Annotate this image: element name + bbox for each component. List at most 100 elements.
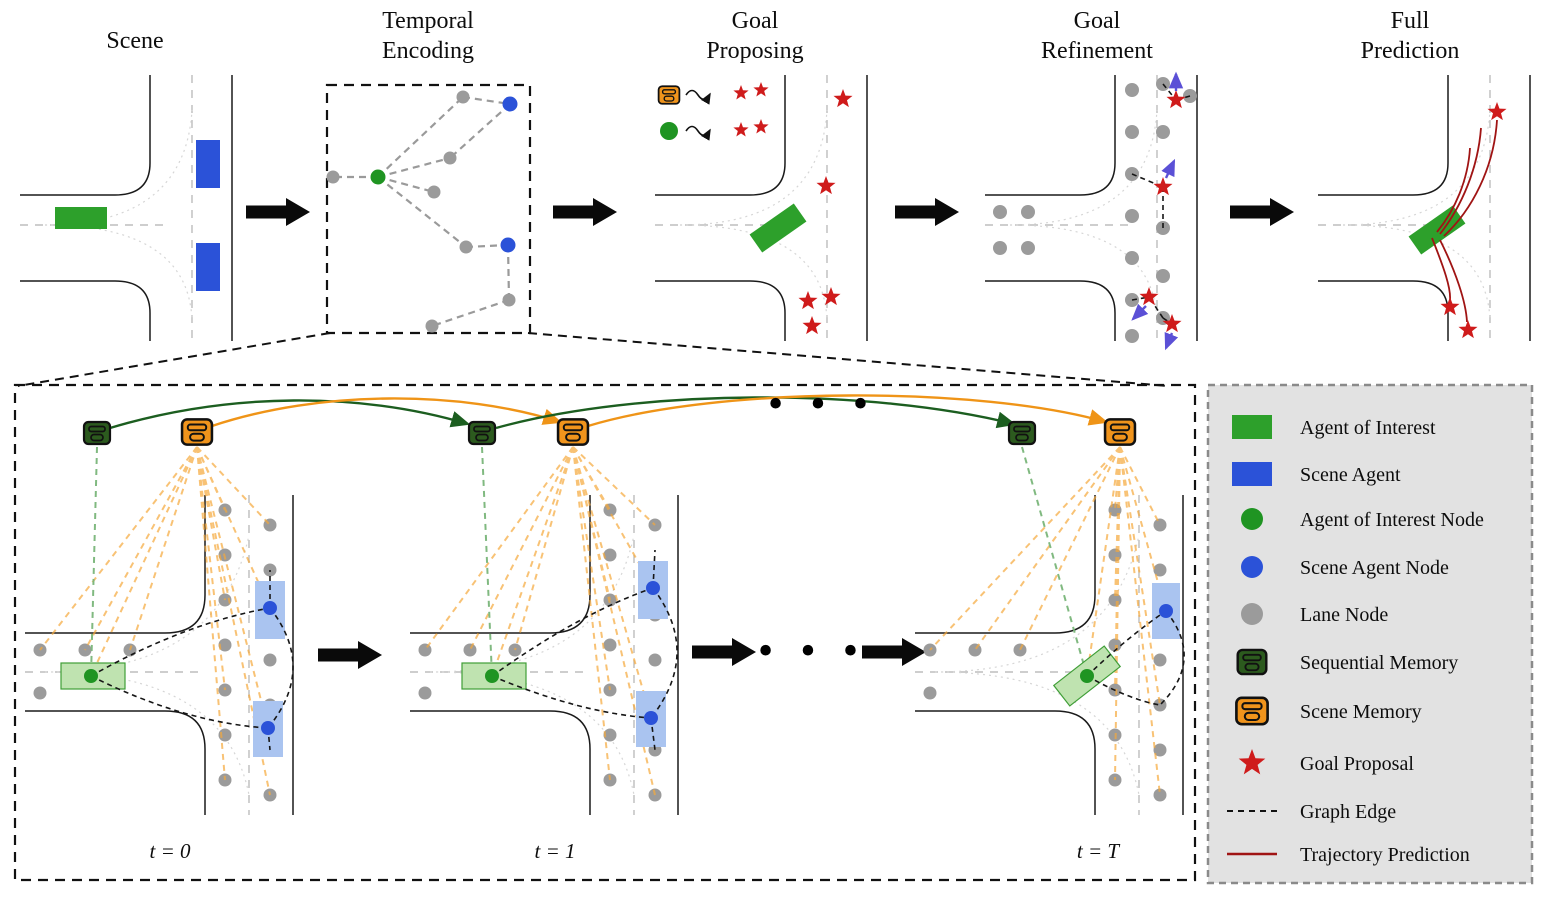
scene-agent-vehicle xyxy=(196,243,220,291)
scene-memory-icon xyxy=(1103,418,1137,446)
scene-memory-icon xyxy=(556,418,590,446)
connector-line-right xyxy=(527,332,1169,387)
legend-item-agent-of-interest-node: Agent of Interest Node xyxy=(1241,508,1484,531)
scene-agent-node xyxy=(646,581,660,595)
squiggle-arrow-icon xyxy=(685,125,711,141)
junction-road xyxy=(24,494,294,816)
legend-item-graph-edge: Graph Edge xyxy=(1227,801,1396,823)
scene-agent-swatch xyxy=(1232,462,1272,486)
svg-text:Trajectory Prediction: Trajectory Prediction xyxy=(1300,844,1470,866)
scene-memory-icon xyxy=(180,418,214,446)
stage-title-full-prediction-1: Full xyxy=(1391,8,1430,34)
sequential-memory-icon xyxy=(1007,420,1037,446)
svg-text:Goal Proposal: Goal Proposal xyxy=(1300,753,1414,775)
flow-arrow xyxy=(1230,198,1294,226)
timestep-label-t1: t = 1 xyxy=(534,839,575,863)
junction-road xyxy=(19,74,233,342)
scene-agent-node-icon xyxy=(1241,556,1263,578)
flow-arrow xyxy=(246,198,310,226)
lane-node-icon xyxy=(1241,603,1263,625)
goal-proposal-star xyxy=(753,82,769,97)
stage-title-goal-proposing-2: Proposing xyxy=(706,38,803,64)
agent-of-interest-node xyxy=(660,122,678,140)
scene-agent-node xyxy=(502,96,518,112)
temporal-detail-box xyxy=(13,383,1197,882)
agent-of-interest-vehicle xyxy=(749,203,807,253)
svg-text:Sequential Memory: Sequential Memory xyxy=(1300,652,1458,674)
legend-item-scene-memory: Scene Memory xyxy=(1235,696,1422,726)
scene-memory-icon xyxy=(657,85,681,105)
squiggle-arrow-icon xyxy=(685,89,711,105)
ellipsis-dots-middle: • • • xyxy=(758,626,866,675)
graph-edges xyxy=(333,95,511,328)
sequential-memory-icon xyxy=(467,420,497,446)
scene-memory-attention-edges xyxy=(929,446,1167,796)
legend-panel: Agent of Interest Scene Agent Agent of I… xyxy=(1206,383,1534,885)
stage-title-full-prediction-2: Prediction xyxy=(1361,38,1460,64)
stage-title-goal-refinement-1: Goal xyxy=(1074,8,1121,34)
scene-memory-icon xyxy=(1235,696,1269,726)
scene-memory-attention-edges xyxy=(39,446,271,796)
flow-arrow xyxy=(862,638,926,666)
agent-of-interest-vehicle xyxy=(1408,205,1466,255)
panel-goal-proposing xyxy=(654,74,868,342)
junction-road xyxy=(984,74,1198,342)
goal-proposal-stars xyxy=(798,89,853,335)
goal-proposal-star xyxy=(753,119,769,134)
svg-text:Graph Edge: Graph Edge xyxy=(1300,801,1396,823)
panel-full-prediction xyxy=(1317,74,1531,342)
scene-agent-vehicle xyxy=(196,140,220,188)
flow-arrow xyxy=(318,641,382,669)
stage-title-temporal-2: Encoding xyxy=(382,38,474,64)
agent-of-interest-node xyxy=(370,169,386,185)
scene-agent-node xyxy=(500,237,516,253)
goal-proposal-star xyxy=(733,122,749,137)
agent-of-interest-node xyxy=(84,669,98,683)
scene-agent-node xyxy=(263,601,277,615)
svg-text:Lane Node: Lane Node xyxy=(1300,604,1388,626)
legend-item-goal-proposal: Goal Proposal xyxy=(1238,749,1414,775)
legend-item-lane-node: Lane Node xyxy=(1241,603,1388,626)
legend-item-agent-of-interest: Agent of Interest xyxy=(1232,415,1436,439)
junction-road xyxy=(409,494,679,816)
graph-edges xyxy=(1086,610,1185,706)
flow-arrow xyxy=(895,198,959,226)
lane-nodes xyxy=(993,77,1197,343)
stage-title-temporal-1: Temporal xyxy=(382,8,474,34)
graph-edges xyxy=(491,549,678,751)
memory-flow-curves xyxy=(109,394,1109,430)
stage-title-goal-refinement-2: Refinement xyxy=(1041,38,1153,64)
legend-item-scene-agent: Scene Agent xyxy=(1232,462,1401,486)
svg-text:Scene Agent: Scene Agent xyxy=(1300,464,1401,486)
legend-item-trajectory-prediction: Trajectory Prediction xyxy=(1227,844,1470,866)
temporal-encoding-box xyxy=(325,83,532,335)
goal-proposing-minilegend xyxy=(657,82,769,141)
agent-of-interest-vehicle xyxy=(55,207,107,229)
lane-nodes xyxy=(326,90,516,333)
scene-tT xyxy=(914,446,1185,816)
trajectory-prediction-lines xyxy=(1431,119,1498,323)
timestep-label-t0: t = 0 xyxy=(149,839,191,863)
agent-of-interest-node xyxy=(485,669,499,683)
panel-scene xyxy=(19,74,233,342)
svg-text:Scene Agent Node: Scene Agent Node xyxy=(1300,557,1449,579)
scene-t1 xyxy=(409,446,679,816)
panel-temporal-encoding xyxy=(325,83,532,335)
scene-agent-node xyxy=(261,721,275,735)
flow-arrow xyxy=(692,638,756,666)
sequential-memory-attention-edge xyxy=(481,446,493,677)
scene-t0 xyxy=(24,446,294,816)
agent-of-interest-node xyxy=(1080,669,1094,683)
agent-of-interest-swatch xyxy=(1232,415,1272,439)
scene-agent-node xyxy=(1159,604,1173,618)
svg-text:Scene Memory: Scene Memory xyxy=(1300,701,1422,723)
connector-line-left xyxy=(17,332,331,387)
agent-of-interest-node-icon xyxy=(1241,508,1263,530)
sequential-memory-icon xyxy=(82,420,112,446)
panel-goal-refinement xyxy=(984,71,1198,351)
stage-title-goal-proposing-1: Goal xyxy=(732,8,779,34)
sequential-memory-icon xyxy=(1236,648,1268,676)
legend-item-scene-agent-node: Scene Agent Node xyxy=(1241,556,1449,579)
